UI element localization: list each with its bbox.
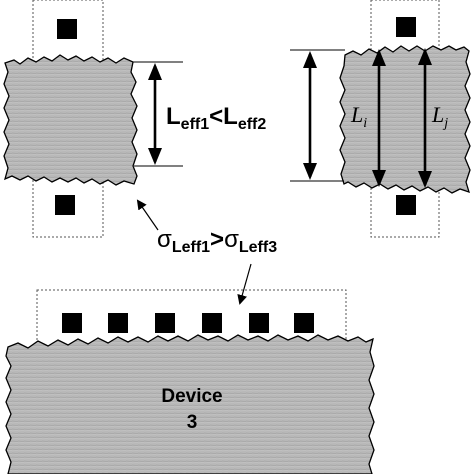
device-3-contact-6 (294, 313, 314, 333)
li-arrowhead-down (372, 170, 386, 187)
device-2-contact-bottom (396, 195, 416, 215)
leff2-arrowhead-up (303, 51, 317, 68)
leff1-arrowhead-up (148, 63, 162, 80)
device-1-contact-top (57, 19, 77, 39)
device-3-gate-line (5, 334, 375, 474)
device-2-gate-line (339, 45, 471, 194)
lj-label: Lj (431, 102, 448, 131)
leff1-dimension (133, 61, 183, 167)
device-1 (3, 0, 138, 238)
device-2 (339, 0, 471, 238)
device-3-contact-4 (202, 313, 222, 333)
leff1-arrowhead-down (148, 148, 162, 165)
leff-comparison-label: Leff1<Leff2 (166, 103, 266, 133)
device-3-contact-5 (249, 313, 269, 333)
sigma-comparison-label: σLeff1>σLeff3 (157, 226, 277, 256)
leff2-arrowhead-down (303, 163, 317, 180)
sigma-pointer-to-device-1 (136, 199, 159, 231)
device-1-contact-bottom (55, 195, 75, 215)
device-2-contact-top (396, 17, 416, 37)
li-arrowhead-up (372, 49, 386, 66)
lj-arrowhead-down (418, 171, 432, 188)
device-3: Device 3 (5, 289, 375, 474)
lj-arrowhead-up (418, 48, 432, 65)
device-3-contact-3 (155, 313, 175, 333)
device-3-contact-1 (62, 313, 82, 333)
device-3-label-number: 3 (187, 412, 198, 433)
device-3-contact-2 (108, 313, 128, 333)
device-3-label-word: Device (161, 386, 222, 407)
device-1-gate-line (3, 54, 138, 186)
li-dimension: Li (350, 49, 386, 187)
sigma-pointer-to-device-3 (237, 263, 252, 305)
li-label: Li (350, 102, 367, 131)
lj-dimension: Lj (418, 48, 448, 188)
leff2-dimension (290, 49, 345, 182)
